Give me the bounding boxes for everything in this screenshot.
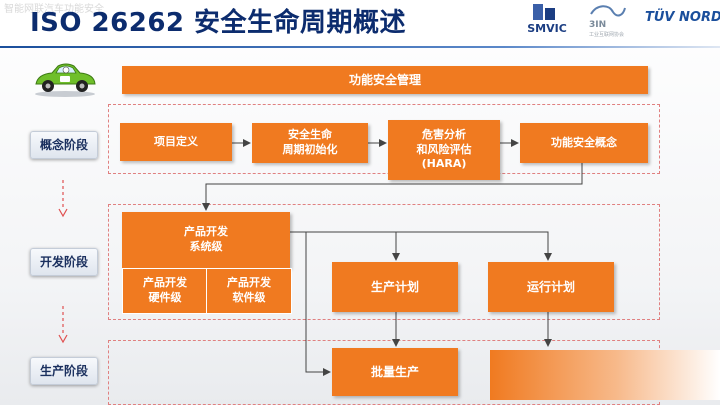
watermark-text: 智能网联汽车功能安全 xyxy=(4,4,104,15)
race-car-icon xyxy=(35,63,96,97)
tuv-nord-logo: TÜV NORD xyxy=(645,10,720,25)
smvic-logo: SMVIC xyxy=(519,2,575,42)
production-planning-box: 生产计划 xyxy=(332,262,458,312)
operation-box-faded xyxy=(490,350,720,400)
functional-safety-management-bar: 功能安全管理 xyxy=(122,66,648,94)
item-definition-box: 项目定义 xyxy=(120,123,232,161)
development-phase-region xyxy=(108,204,660,320)
slide-header: 智能网联汽车功能安全 ISO 26262 安全生命周期概述 SMVIC 3IN … xyxy=(0,0,720,48)
three-in-logo-subtext: 工业互联网协会 xyxy=(589,32,625,38)
header-divider xyxy=(0,46,720,48)
product-dev-software-box: 产品开发 软件级 xyxy=(206,268,292,314)
smvic-logo-icon xyxy=(533,4,555,20)
mass-production-box: 批量生产 xyxy=(332,348,458,396)
concept-phase-region xyxy=(108,104,660,174)
slide-title: ISO 26262 安全生命周期概述 xyxy=(30,8,407,38)
phase-arrow-development-to-production xyxy=(58,306,68,344)
three-in-swirl-icon xyxy=(590,5,626,17)
smvic-logo-text: SMVIC xyxy=(527,22,567,35)
safety-lifecycle-init-box: 安全生命 周期初始化 xyxy=(252,123,368,163)
three-in-logo: 3IN 工业互联网协会 xyxy=(585,2,637,44)
product-dev-system-box: 产品开发 系统级 xyxy=(122,212,290,268)
three-in-logo-text: 3IN xyxy=(589,20,607,30)
phase-label-concept: 概念阶段 xyxy=(30,131,98,159)
phase-label-production: 生产阶段 xyxy=(30,357,98,385)
product-dev-hardware-box: 产品开发 硬件级 xyxy=(122,268,208,314)
hara-box: 危害分析 和风险评估 (HARA) xyxy=(388,120,500,180)
operation-planning-box: 运行计划 xyxy=(488,262,614,312)
phase-label-development: 开发阶段 xyxy=(30,248,98,276)
phase-arrow-concept-to-development xyxy=(58,180,68,218)
functional-safety-concept-box: 功能安全概念 xyxy=(520,123,648,163)
